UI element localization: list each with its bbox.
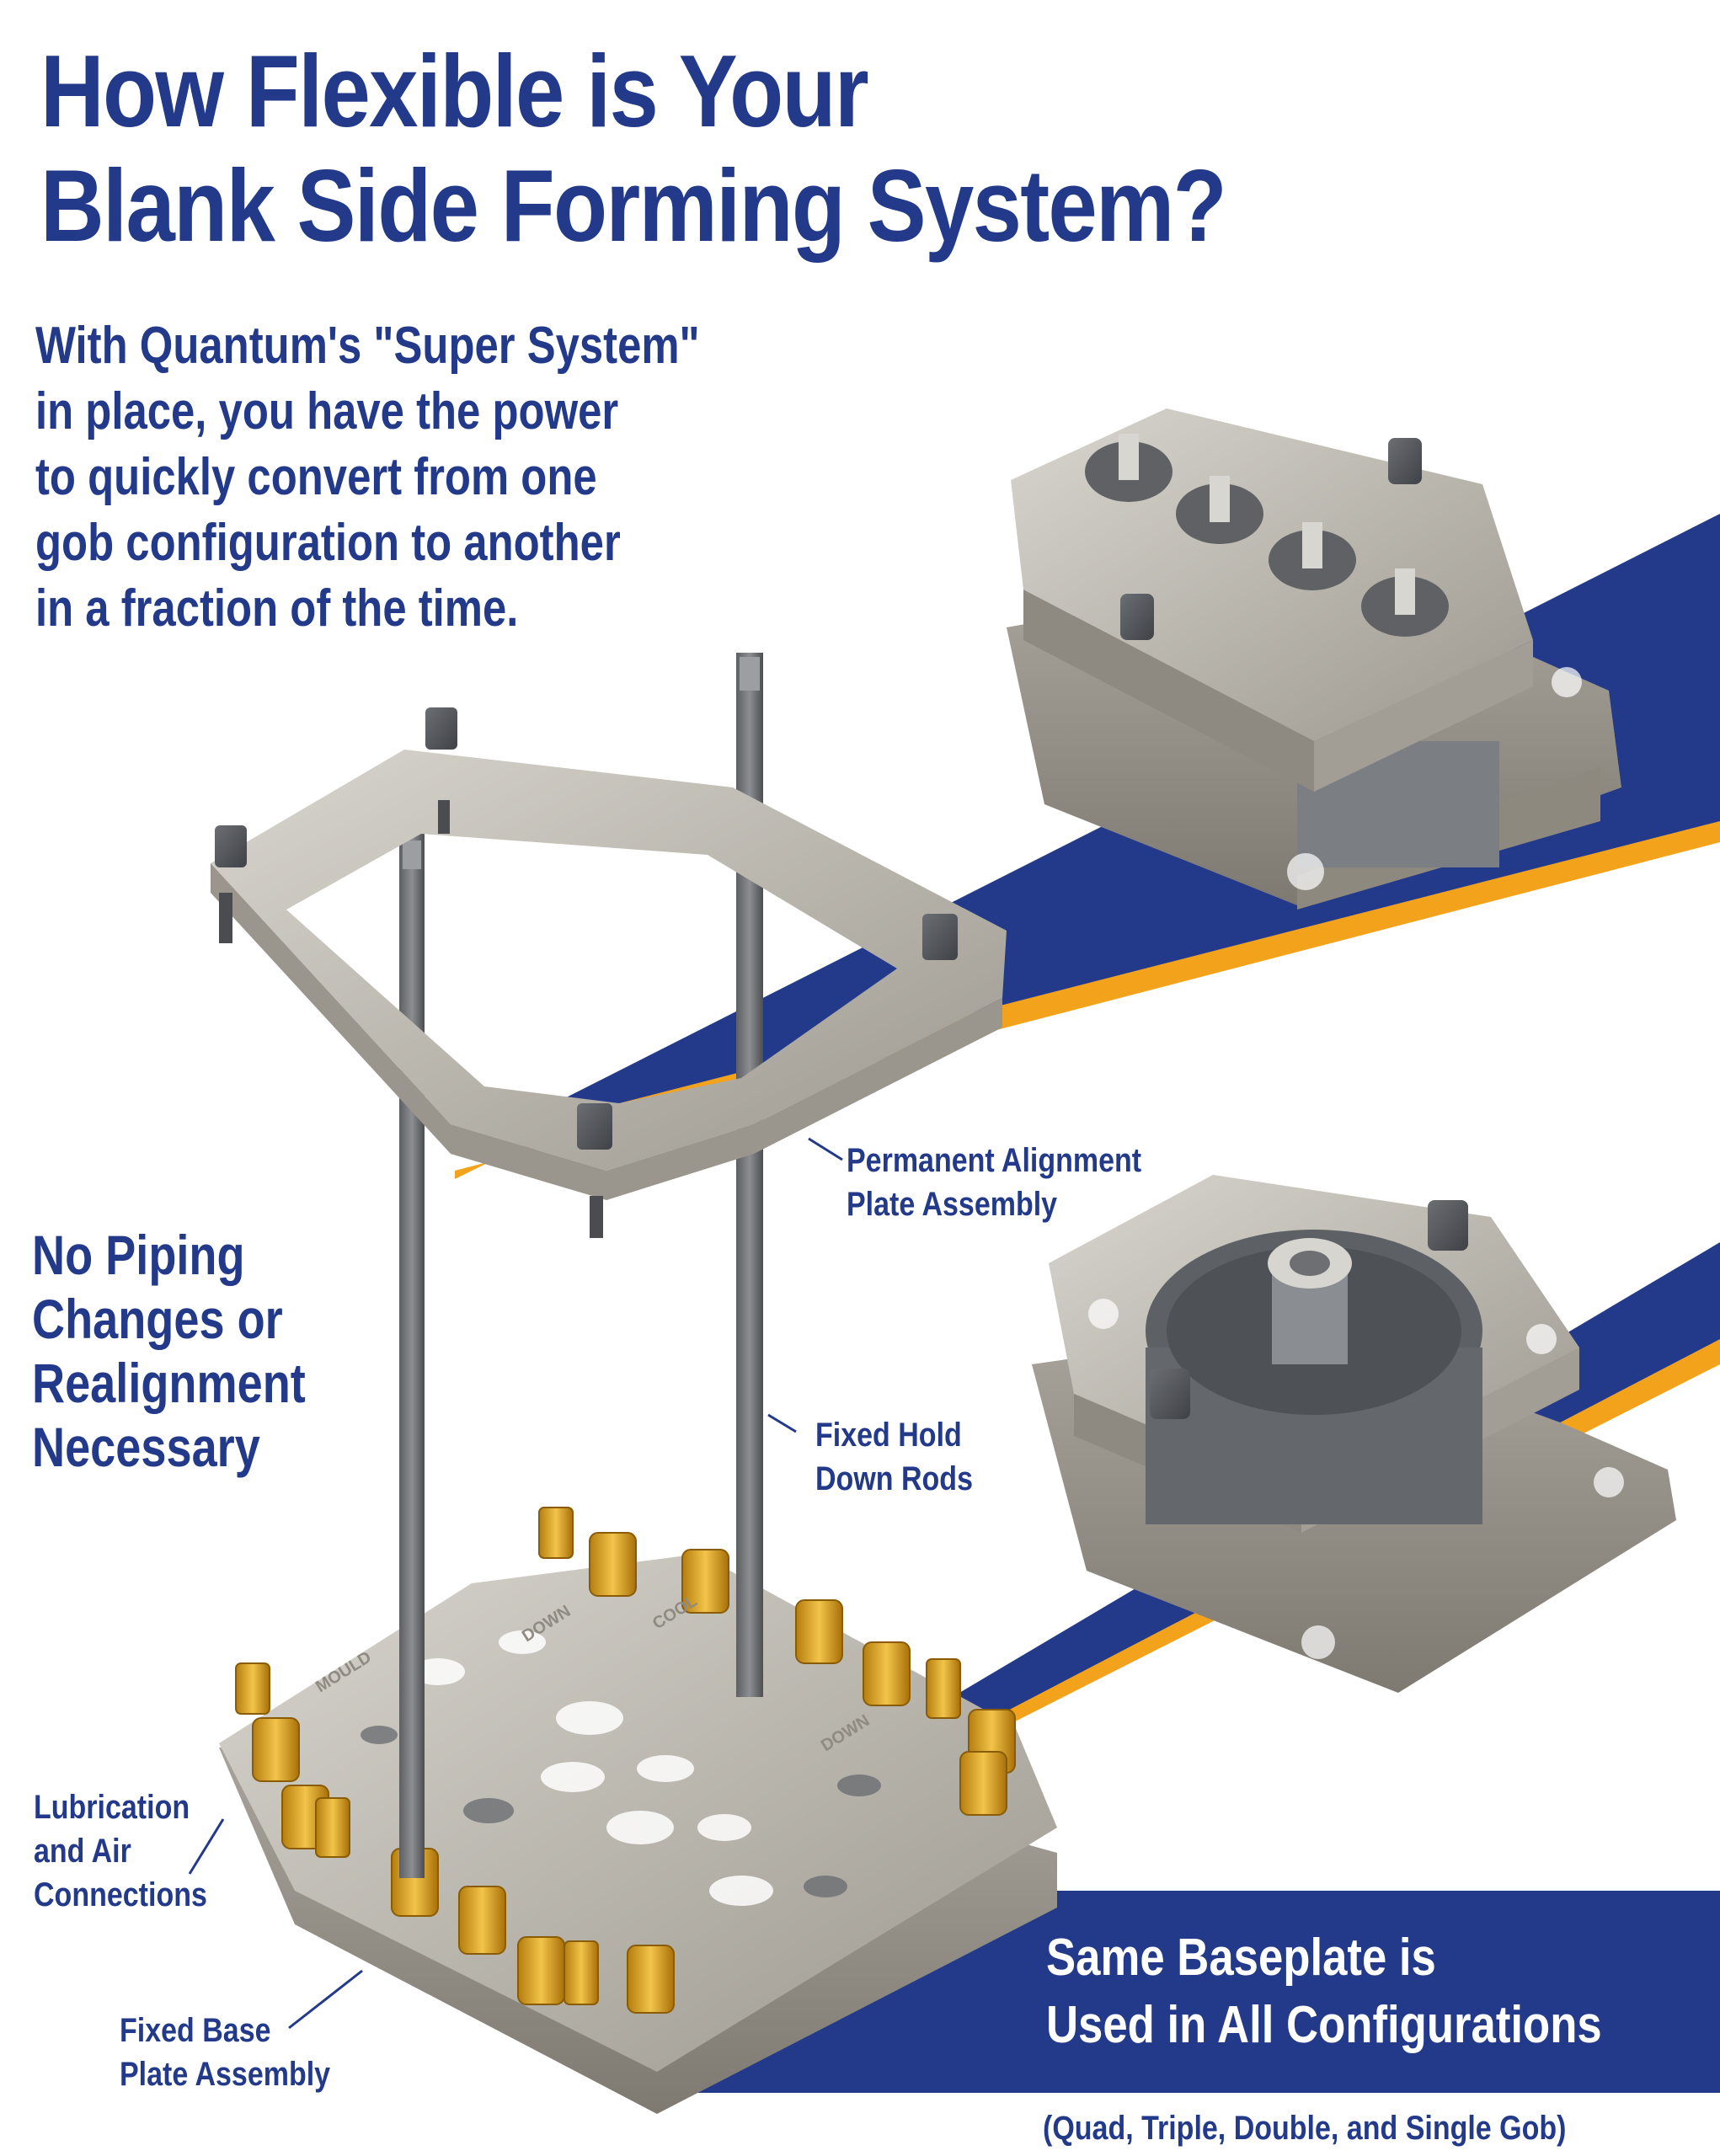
no-piping-callout: No Piping Changes or Realignment Necessa… bbox=[32, 1223, 306, 1479]
label-lubrication-line-2: and Air bbox=[34, 1833, 131, 1870]
intro-line-4: gob configuration to another bbox=[35, 514, 621, 572]
intro-line-1: With Quantum's "Super System" bbox=[35, 317, 700, 375]
intro-line-3: to quickly convert from one bbox=[35, 448, 597, 506]
intro-line-2: in place, you have the power bbox=[35, 382, 619, 440]
intro-paragraph: With Quantum's "Super System" in place, … bbox=[35, 313, 700, 642]
banner-line-1: Same Baseplate is bbox=[1046, 1929, 1436, 1987]
page-headline: How Flexible is Your Blank Side Forming … bbox=[40, 34, 1227, 263]
alignment-plate-frame bbox=[211, 707, 1007, 1238]
intro-line-5: in a fraction of the time. bbox=[35, 579, 519, 638]
label-alignment-line-2: Plate Assembly bbox=[847, 1186, 1058, 1223]
label-baseplate-line-1: Fixed Base bbox=[120, 2012, 271, 2049]
label-rods-line-1: Fixed Hold bbox=[815, 1417, 962, 1454]
configurations-footnote: (Quad, Triple, Double, and Single Gob) bbox=[1043, 2110, 1567, 2147]
single-gob-block bbox=[1032, 1175, 1676, 1693]
label-alignment-line-1: Permanent Alignment bbox=[847, 1142, 1142, 1179]
base-plate-assembly: MOULD DOWN COOL DOWN bbox=[219, 1507, 1057, 2114]
banner-headline: Same Baseplate is Used in All Configurat… bbox=[1046, 1924, 1602, 2059]
label-lubrication-line-3: Connections bbox=[34, 1876, 207, 1913]
label-rods-line-2: Down Rods bbox=[815, 1460, 973, 1497]
no-piping-line-3: Realignment bbox=[32, 1352, 306, 1414]
label-lubrication-line-1: Lubrication bbox=[34, 1789, 190, 1826]
label-lubrication: Lubrication and Air Connections bbox=[34, 1785, 207, 1917]
no-piping-line-4: Necessary bbox=[32, 1416, 260, 1478]
headline-line-1: How Flexible is Your bbox=[40, 34, 869, 148]
no-piping-line-2: Changes or bbox=[32, 1288, 283, 1350]
label-alignment-plate: Permanent Alignment Plate Assembly bbox=[847, 1139, 1141, 1226]
no-piping-line-1: No Piping bbox=[32, 1224, 245, 1286]
headline-line-2: Blank Side Forming System? bbox=[40, 148, 1227, 263]
label-hold-down-rods: Fixed Hold Down Rods bbox=[815, 1413, 973, 1501]
callout-leaders bbox=[188, 1137, 843, 2030]
banner-line-2: Used in All Configurations bbox=[1046, 1996, 1602, 2054]
label-baseplate-line-2: Plate Assembly bbox=[120, 2056, 331, 2093]
quad-gob-block bbox=[1007, 408, 1621, 910]
label-base-plate: Fixed Base Plate Assembly bbox=[120, 2009, 330, 2096]
